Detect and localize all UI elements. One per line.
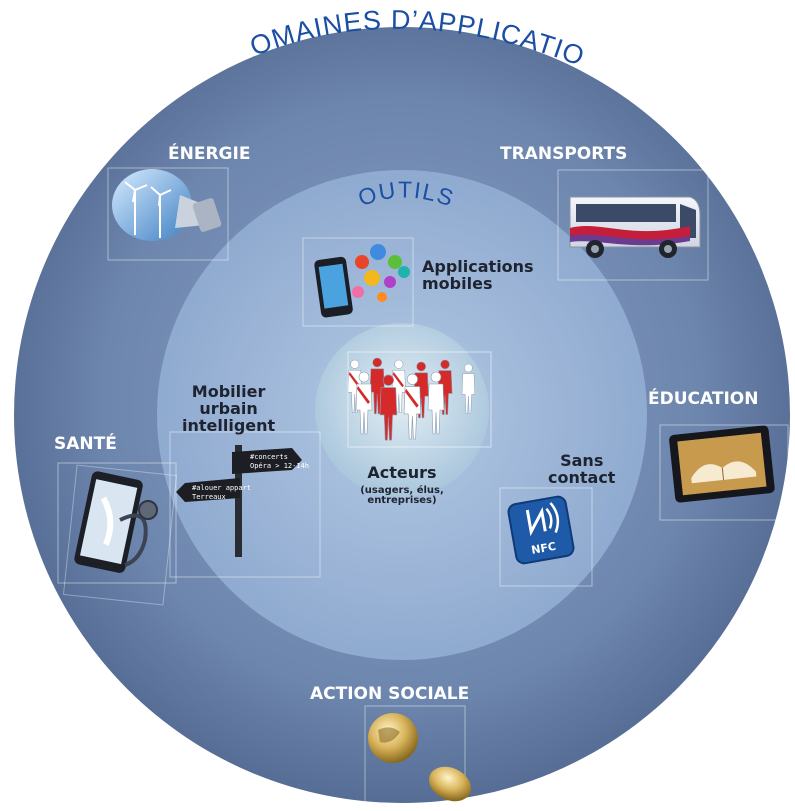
nfc-icon: NFC	[499, 487, 593, 587]
signpost-icon: #concerts Opéra > 12-14h #alouer appart …	[169, 431, 321, 578]
signpost-sign1-line1: #concerts	[250, 453, 288, 461]
signpost-sign1-line2: Opéra > 12-14h	[250, 462, 309, 470]
center-subtitle-line2: entreprises)	[367, 495, 437, 507]
tool-label-mobilier-line2: urbain	[199, 398, 258, 418]
energy-bulb-icon	[107, 167, 229, 261]
tool-label-sans-contact: Sans contact	[548, 451, 616, 487]
tool-label-apps-line1: Applications	[422, 257, 534, 276]
actors-frame	[347, 351, 492, 448]
domain-label-action-sociale: ACTION SOCIALE	[310, 684, 470, 704]
social-globe-icon	[364, 705, 472, 807]
tool-label-applications-mobiles: Applications mobiles	[422, 257, 534, 293]
actors-people-icon	[347, 357, 476, 441]
center-label: Acteurs (usagers, élus, entreprises)	[352, 463, 452, 507]
tool-label-mobilier-line1: Mobilier	[191, 382, 266, 401]
domain-label-transports: TRANSPORTS	[500, 144, 628, 164]
person-figure	[413, 361, 429, 419]
mobile-apps-icon	[302, 237, 414, 327]
person-figure	[355, 371, 373, 435]
center-subtitle-line1: (usagers, élus,	[360, 484, 444, 496]
tool-label-sans-contact-line2: contact	[548, 467, 616, 487]
tool-label-sans-contact-line1: Sans	[560, 451, 604, 470]
center-title: Acteurs	[367, 463, 437, 482]
tool-label-apps-line2: mobiles	[422, 273, 493, 293]
education-tablet-icon	[659, 424, 789, 521]
tool-label-mobilier-line3: intelligent	[182, 415, 276, 435]
domain-label-sante: SANTÉ	[54, 434, 117, 454]
nfc-label: NFC	[530, 540, 557, 557]
domain-label-education: ÉDUCATION	[648, 389, 759, 409]
transport-bus-icon	[557, 169, 709, 281]
signpost-sign2-line2: Terreaux	[192, 493, 226, 501]
tool-label-mobilier-urbain: Mobilier urbain intelligent	[182, 382, 276, 435]
person-figure	[403, 373, 422, 440]
health-phone-icon	[57, 462, 178, 606]
signpost-sign2-line1: #alouer appart	[192, 484, 251, 492]
domain-label-energie: ÉNERGIE	[168, 144, 251, 164]
person-figure	[379, 374, 398, 441]
person-figure	[461, 363, 476, 414]
person-figure	[427, 371, 445, 435]
